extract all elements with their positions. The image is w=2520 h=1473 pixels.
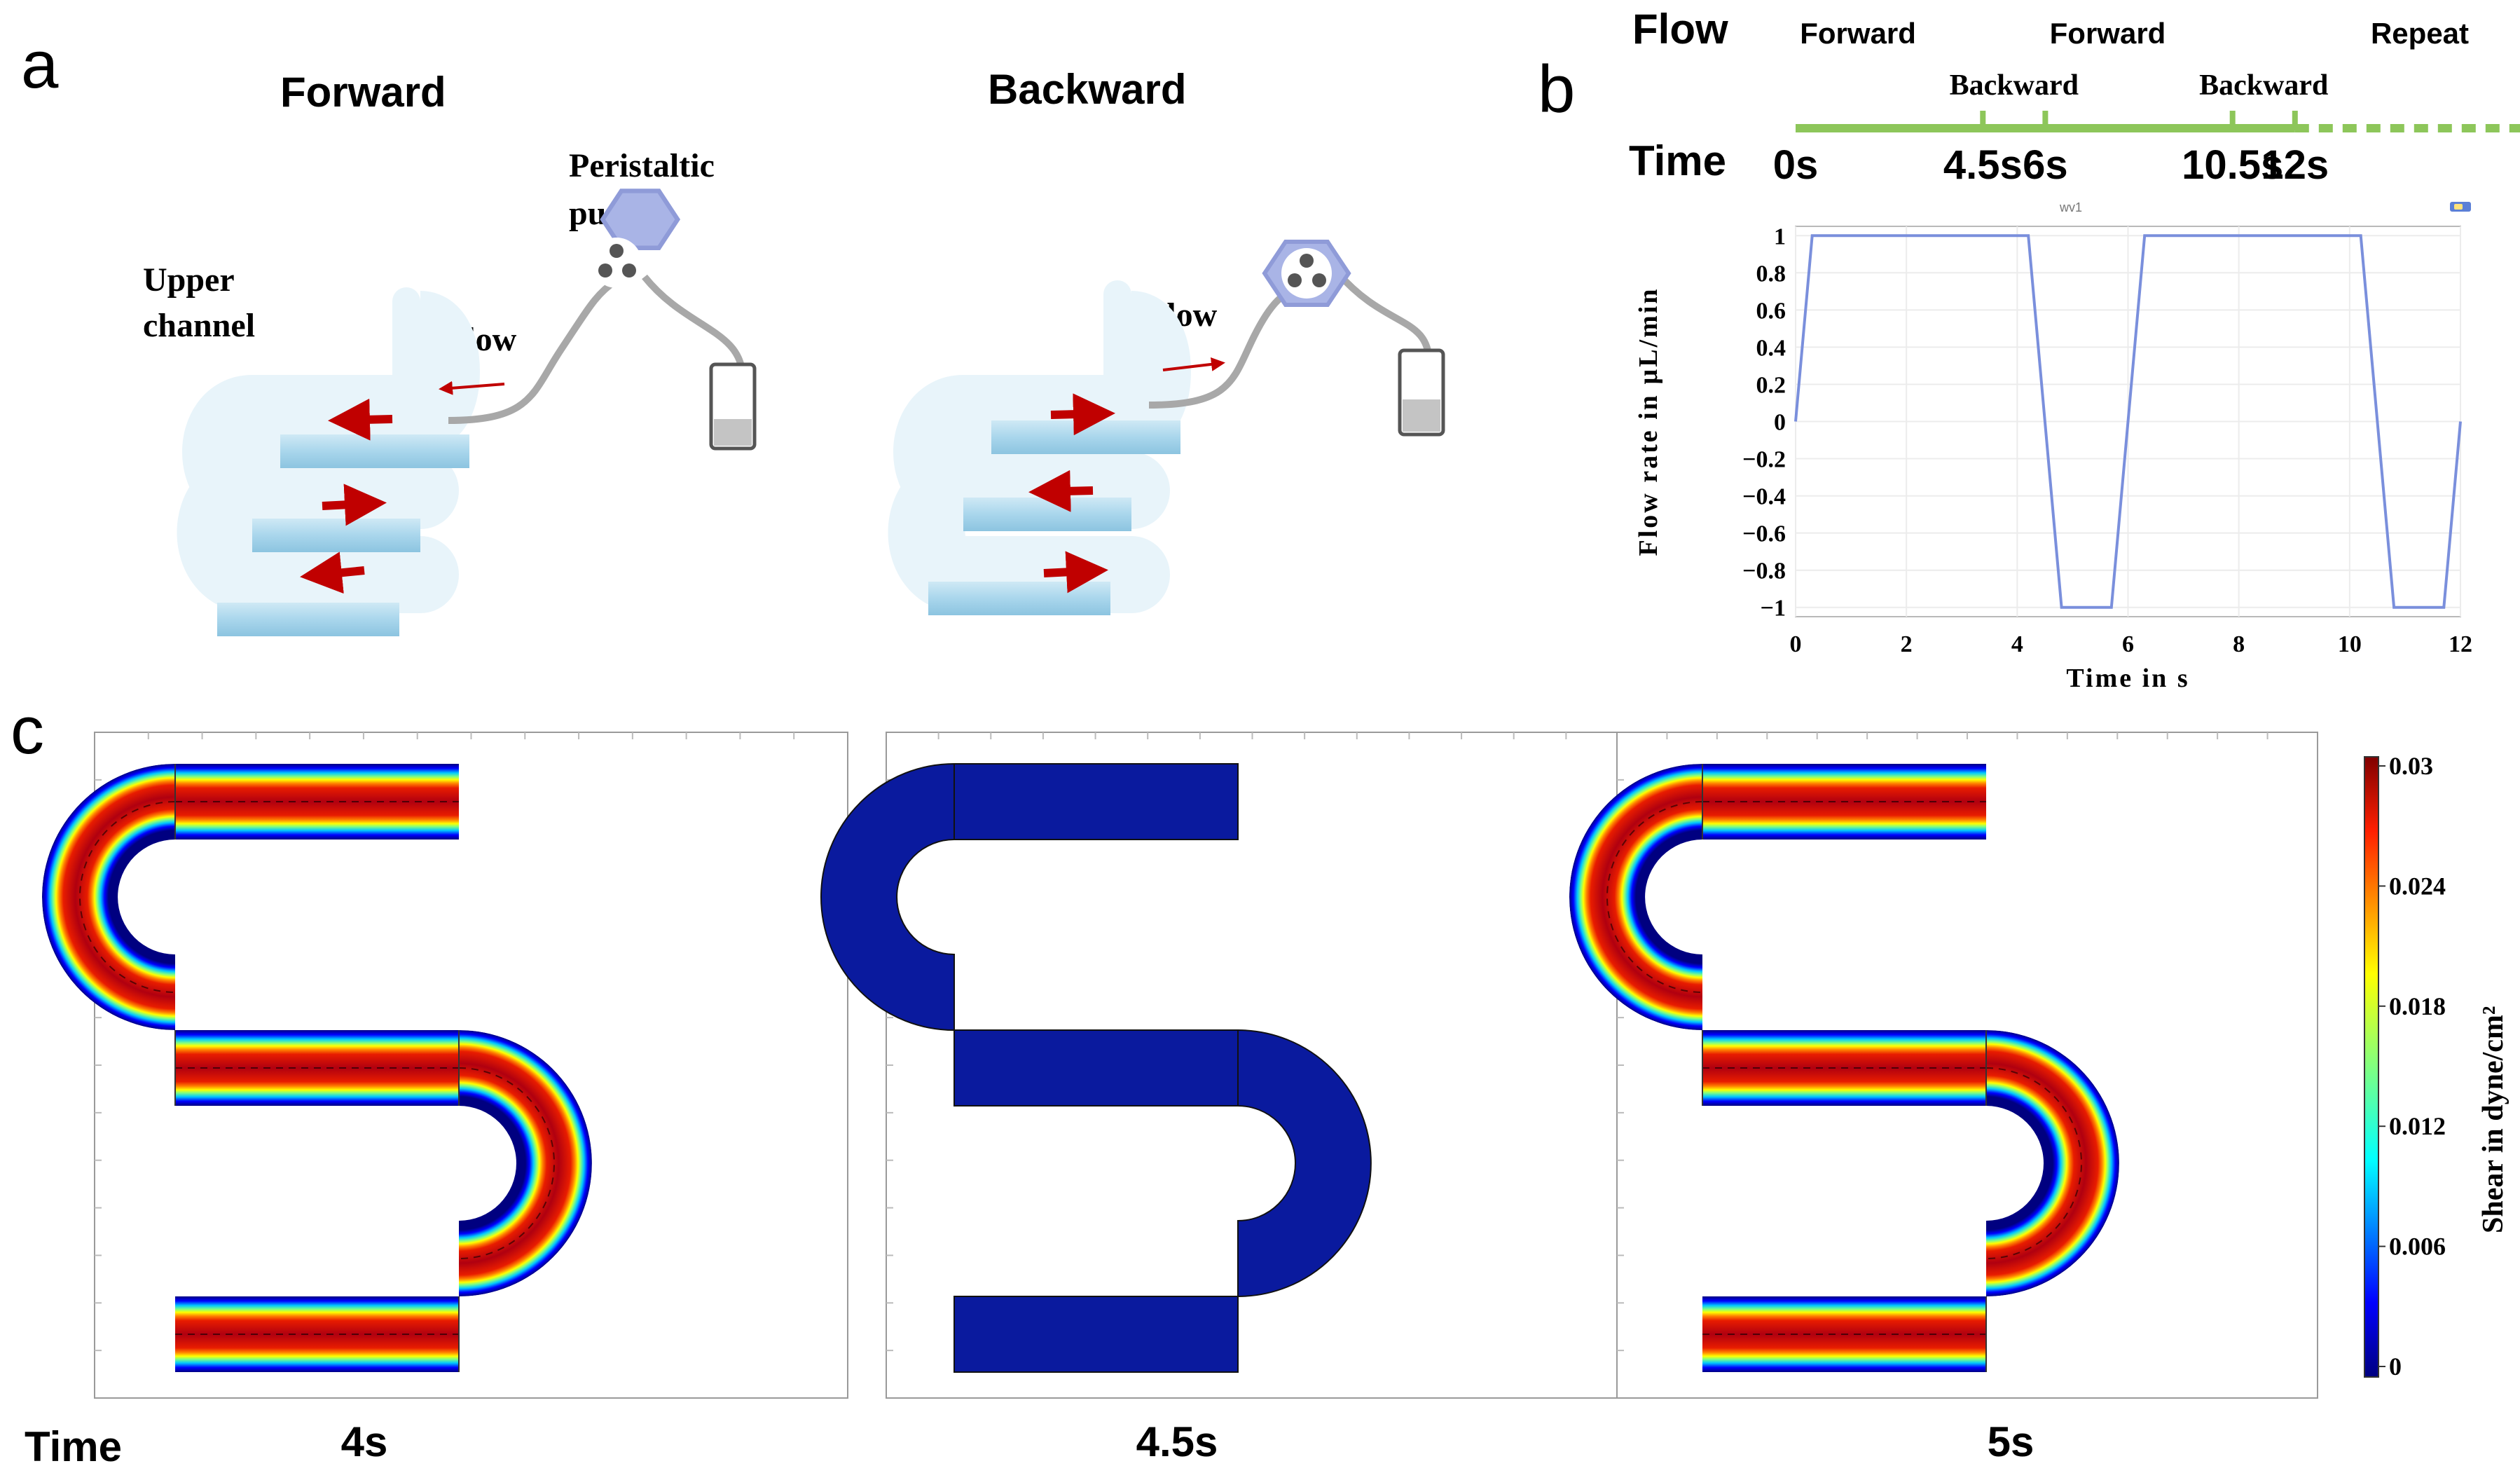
timeline-phase-label: Backward [1950,69,2079,102]
chart-x-tick: 8 [2233,631,2245,657]
chart-y-tick: 0.2 [1756,372,1786,398]
timeline-flow-label: Flow [1632,6,1728,53]
chart-y-tick: 0.6 [1756,298,1786,324]
flow-arrow-b3 [1043,551,1108,594]
colorbar-title: Shear in dyne/cm² [2477,1006,2509,1233]
plot-caption: wv1 [2059,200,2082,214]
chart-x-tick: 10 [2338,631,2362,657]
colorbar-tick-label: 0.012 [2389,1112,2446,1140]
chart-y-tick: 1 [1774,224,1786,249]
flow-arrow-1 [328,398,393,441]
chart-x-tick: 2 [1901,631,1913,657]
timeline-time-label: Time [1629,137,1726,184]
timeline-mark-label: 6s [2023,142,2068,188]
panel-letter-c: c [11,693,44,768]
flow-indicator-backward [1162,357,1225,371]
flow-arrow-3 [300,551,365,594]
panel-letter-a: a [21,27,59,102]
flow-arrow-b1 [1050,393,1115,436]
bottom-time-label: Time [25,1423,122,1470]
chart-y-tick: −1 [1761,596,1786,622]
chart-y-tick: 0 [1774,410,1786,436]
channel-label-line2: channel [143,307,255,344]
chart-x-tick: 0 [1790,631,1802,657]
timeline-mark-label: 12s [2261,142,2329,188]
colorbar-ticks: 0.03 0.024 0.018 0.012 0.006 0 [2378,752,2446,1380]
colorbar-tick-label: 0.018 [2389,992,2446,1020]
shear-snapshot-2: 4.5s [820,732,1619,1465]
snapshot-time-label: 5s [1988,1418,2034,1465]
backward-title: Backward [988,66,1186,113]
reservoir-icon-b [1398,348,1445,437]
upper-channel-backward [888,280,1191,615]
backward-device [888,240,1445,615]
chart-y-tick: −0.8 [1742,559,1786,584]
snapshot-time-label: 4.5s [1136,1418,1218,1465]
colorbar-scale [2364,756,2379,1378]
chart-y-axis-label: Flow rate in µL/min [1634,287,1663,556]
timeline-phase-label: Repeat [2371,17,2469,50]
chart-x-tick: 6 [2122,631,2134,657]
chart-x-tick: 4 [2011,631,2023,657]
timeline-mark-label: 10.5s [2182,142,2283,188]
chart-series-line [1794,234,2462,609]
panel-letter-b: b [1538,52,1575,127]
peristaltic-pump-icon-b [1262,240,1351,307]
flow-rate-chart: wv1 0 2 4 6 8 10 12 1 0.8 0.6 0.4 0.2 0 −0.2 −0.4 −0.6 −… [1634,200,2472,693]
pump-label-line1: Peristaltic [569,147,715,184]
colorbar-tick-label: 0.006 [2389,1233,2446,1261]
snapshot-time-label: 4s [341,1418,388,1465]
chart-legend-toggle-icon [2450,202,2471,212]
colorbar-tick-label: 0 [2389,1352,2402,1380]
colorbar: 0.03 0.024 0.018 0.012 0.006 0 Shear in dyne/… [2364,752,2509,1380]
shear-snapshot-3: 5s [1569,732,2318,1465]
timeline-mark-label: 4.5s [1943,142,2023,188]
timeline-phase-label: Forward [2050,17,2166,50]
chart-y-tick: −0.2 [1742,447,1786,473]
channel-label-line1: Upper [143,261,235,299]
chart-x-tick: 12 [2449,631,2472,657]
timeline-phase-label: Backward [2199,69,2328,102]
flow-indicator-forward [439,381,505,395]
reservoir-icon [709,362,757,451]
flow-arrow-b2 [1028,470,1094,512]
upper-channel-forward [177,287,480,636]
timeline-phase-label: Forward [1800,17,1916,50]
chart-y-tick: 0.4 [1756,335,1786,361]
peristaltic-pump-icon [591,189,681,288]
flow-arrow-2 [322,484,387,526]
forward-title: Forward [280,69,446,116]
chart-y-tick: 0.8 [1756,261,1786,287]
panel-a: a Forward Backward Peristaltic pump Uppe… [21,27,1445,636]
chart-x-axis-label: Time in s [2066,664,2189,693]
shear-snapshots: 4s 4.5s 5s [42,732,2318,1465]
chart-y-tick: −0.6 [1742,521,1786,547]
timeline-mark-label: 0s [1773,142,1819,188]
shear-snapshot-1: 4s [42,732,848,1465]
forward-device [177,189,757,636]
colorbar-tick-label: 0.024 [2389,872,2446,900]
panel-c: c Time 4s 4.5s 5s 0.03 0.024 0.018 0.012 0.006… [11,693,2509,1470]
colorbar-tick-label: 0.03 [2389,752,2433,780]
chart-y-tick: −0.4 [1742,484,1786,510]
tube-left [448,277,619,424]
